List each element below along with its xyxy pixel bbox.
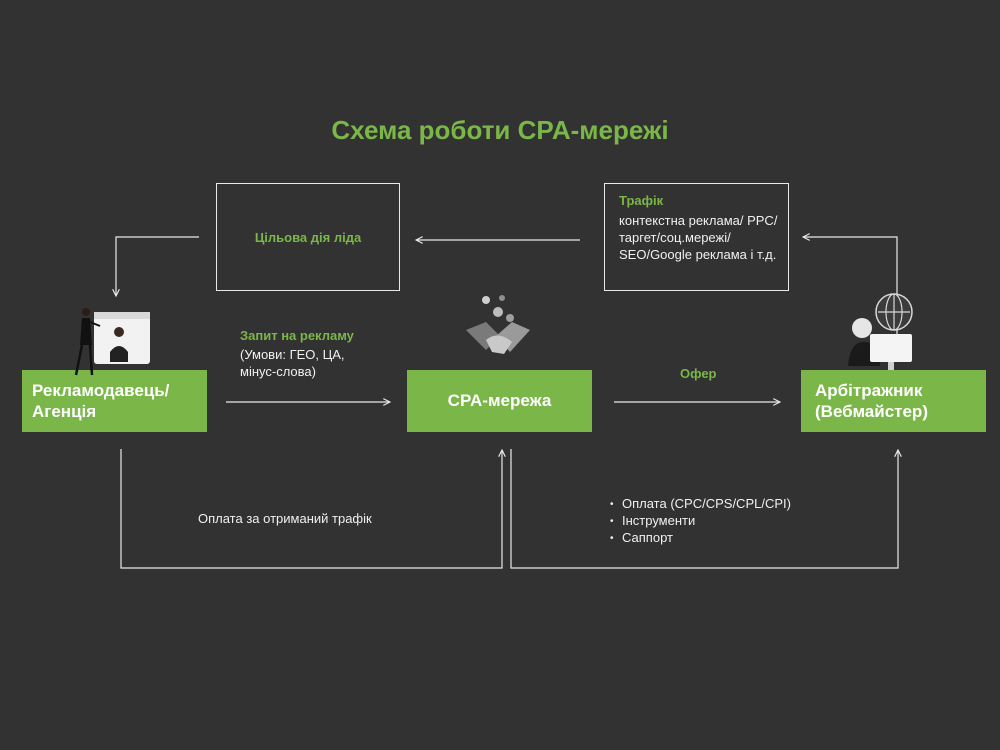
- payment-label: Оплата за отриманий трафік: [198, 511, 372, 526]
- arrow-payment-to-cpa: [120, 449, 502, 569]
- target-action-box: Цільова дія ліда: [216, 183, 400, 291]
- businesswoman-presenter-icon: [74, 308, 150, 376]
- arbitrage-label: Арбітражник (Вебмайстер): [815, 381, 928, 421]
- arrow-target-to-advertiser: [116, 236, 199, 296]
- webmaster-globe-icon: [848, 293, 913, 370]
- page-title: Схема роботи CPA-мережі: [331, 115, 669, 145]
- arbitrage-box: Арбітражник (Вебмайстер): [801, 370, 986, 432]
- traffic-description: контекстна реклама/ PPC/таргет/соц.мереж…: [619, 213, 778, 262]
- advertiser-box: Рекламодавець/ Агенція: [22, 370, 207, 432]
- request-conditions: (Умови: ГЕО, ЦА, мінус-слова): [240, 347, 345, 379]
- handshake-icon: [466, 295, 530, 354]
- traffic-box: Трафік контекстна реклама/ PPC/таргет/со…: [604, 183, 789, 291]
- arrow-services-to-arbitrage: [510, 449, 898, 569]
- advertiser-label: Рекламодавець/ Агенція: [32, 381, 170, 421]
- service-item: Оплата (CPC/CPS/CPL/CPI): [610, 496, 791, 513]
- request-heading: Запит на рекламу: [240, 328, 354, 343]
- target-action-label: Цільова дія ліда: [254, 229, 362, 245]
- cpa-network-box: CPA-мережа: [407, 370, 592, 432]
- traffic-heading: Трафік: [619, 193, 664, 208]
- service-item: Саппорт: [610, 530, 791, 547]
- cpa-network-label: CPA-мережа: [447, 391, 552, 410]
- offer-label: Офер: [680, 366, 717, 381]
- service-item: Інструменти: [610, 513, 791, 530]
- services-list: Оплата (CPC/CPS/CPL/CPI) Інструменти Сап…: [610, 496, 791, 547]
